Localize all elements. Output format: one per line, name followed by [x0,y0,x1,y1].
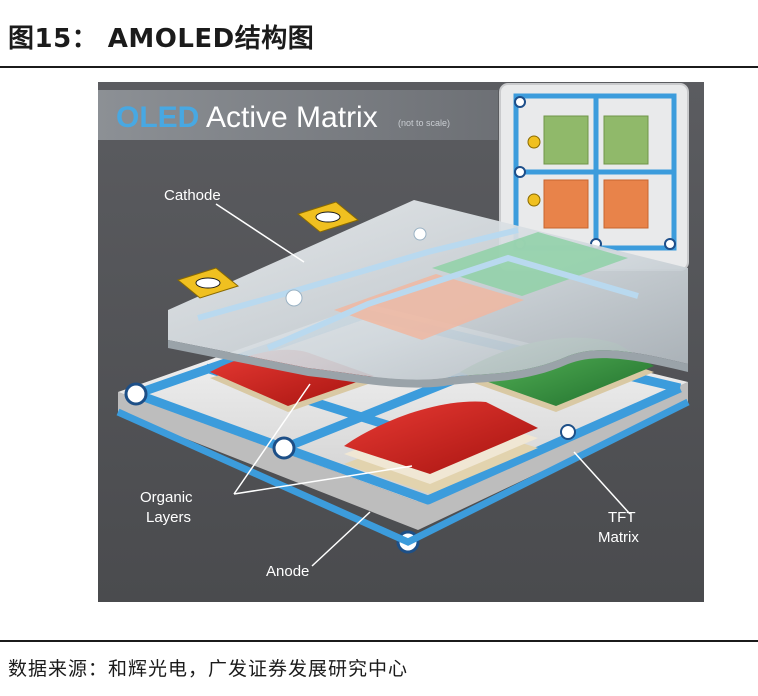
cathode-gridline-1 [197,227,519,321]
banner-subtitle: (not to scale) [398,118,450,128]
tft-grid-front [134,383,682,505]
inset-node-1 [514,96,526,108]
amoled-diagram-svg: OLED Active Matrix (not to scale) [98,82,704,602]
inset-subpixel-orange-1 [543,179,589,229]
organic-pointer-2 [233,465,413,495]
figure-title: 图15： AMOLED结构图 [8,24,315,54]
inset-transistor-2 [527,193,541,207]
bottom-rule [0,640,758,642]
inset-transistor-1 [527,135,541,149]
cathode-subpixel-salmon [334,274,524,340]
anode-pointer [311,511,371,567]
cathode-node-1 [413,227,427,241]
contact-pad-2-terminal [195,277,221,289]
tft-node-1 [124,382,148,406]
tft-grid-edge [116,398,690,546]
label-organic-line1: Organic [140,489,193,506]
label-tft-line2: Matrix [598,529,639,546]
cathode-node-2 [285,289,303,307]
inset-node-2 [514,166,526,178]
contact-pad-1-terminal [315,211,341,223]
inset-subpixel-green-2 [603,115,649,165]
cathode-edge [168,340,688,388]
label-tft-line1: TFT [608,509,636,526]
cathode-sheet [168,200,688,388]
cathode-gridline-2 [266,254,639,351]
label-anode: Anode [266,563,309,580]
organic-pointer-1 [233,383,311,495]
tft-pointer [573,451,631,515]
amoled-diagram: OLED Active Matrix (not to scale) [98,82,704,602]
label-organic-line2: Layers [146,509,191,526]
inset-node-5 [664,238,676,250]
tft-node-4 [560,424,576,440]
inset-subpixel-green-1 [543,115,589,165]
source-note: 数据来源：和辉光电，广发证券发展研究中心 [8,658,409,680]
top-rule [0,66,758,68]
contact-pad-2 [176,267,240,299]
title-banner [98,90,498,140]
contact-pad-1 [296,201,360,233]
label-cathode: Cathode [164,187,221,204]
organic-stack-front [344,401,538,494]
tft-node-2 [272,436,296,460]
inset-subpixel-orange-2 [603,179,649,229]
banner-title: OLED Active Matrix [116,101,378,134]
cathode-pointer [215,203,305,263]
organic-layer-front-red [344,401,538,474]
